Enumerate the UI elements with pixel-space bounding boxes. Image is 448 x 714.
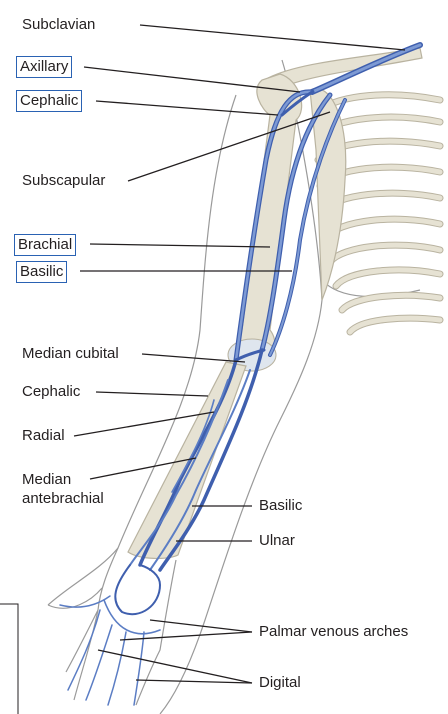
label-basilic-lower: Basilic — [259, 497, 303, 514]
leader-cephalic-upper — [95, 100, 279, 116]
leader-radial — [73, 411, 215, 437]
label-subscapular: Subscapular — [22, 172, 106, 189]
leader-palmar-1 — [149, 619, 253, 633]
leader-median-cubital — [141, 353, 246, 363]
leader-digital-2 — [135, 679, 253, 684]
leader-subscapular — [127, 111, 331, 182]
leader-subclavian — [139, 24, 406, 51]
label-median-cubital: Median cubital — [22, 345, 119, 362]
label-axillary: Axillary — [16, 56, 73, 78]
hand-outline — [47, 547, 177, 706]
leader-brachial — [89, 243, 271, 248]
label-brachial: Brachial — [14, 234, 77, 256]
leader-axillary — [83, 66, 301, 93]
veins — [59, 42, 423, 706]
label-basilic-upper: Basilic — [16, 261, 68, 283]
label-median-antebrachial: Median antebrachial — [22, 471, 104, 507]
label-radial: Radial — [22, 427, 65, 444]
leader-digital-1 — [97, 649, 253, 684]
label-subclavian: Subclavian — [22, 16, 96, 33]
label-cephalic-lower: Cephalic — [22, 383, 81, 400]
label-palmar-venous-arches: Palmar venous arches — [259, 623, 409, 640]
frame-edge — [0, 603, 19, 714]
label-cephalic-upper: Cephalic — [16, 90, 83, 112]
label-digital: Digital — [259, 674, 301, 691]
leader-palmar-2 — [119, 631, 253, 641]
label-ulnar: Ulnar — [259, 532, 295, 549]
leader-cephalic-lower — [95, 391, 209, 397]
leader-lines — [73, 24, 406, 684]
leader-median-antebrachial — [89, 457, 197, 480]
